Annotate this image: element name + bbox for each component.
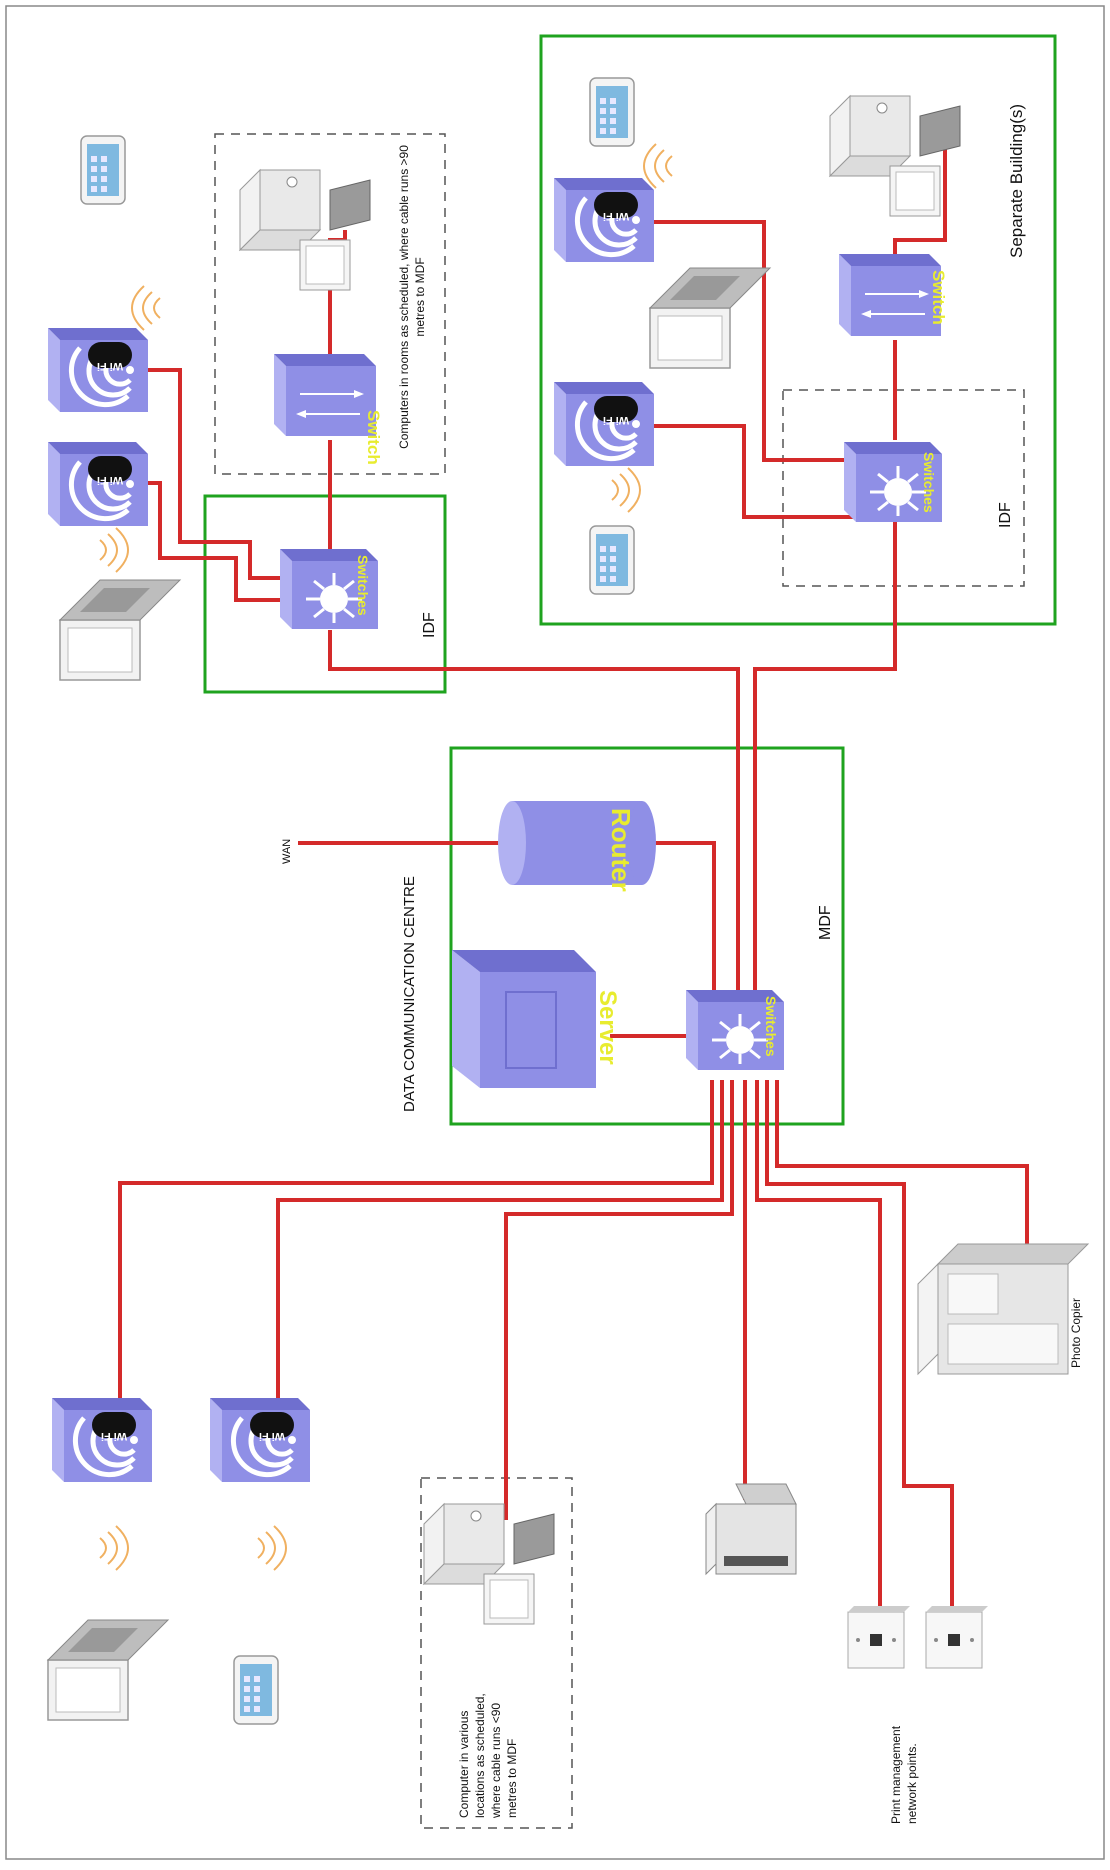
switch-label: Switch [929, 270, 948, 325]
wifi-signal-icon [611, 467, 641, 513]
wifi-icon [52, 1398, 152, 1482]
desktop-computer-icon [239, 169, 371, 291]
wan-label: WAN [281, 839, 293, 864]
cable-idf-left-to-mdf [328, 630, 740, 1000]
laptop-icon [59, 579, 181, 681]
idf-right-label: IDF [997, 502, 1014, 528]
local-computers-box [420, 1477, 573, 1829]
cable-mdf-to-network-point-right [765, 1080, 954, 1630]
cable-separate-idf-to-mdf [753, 522, 897, 1000]
cable-wifi-top-to-idf [118, 368, 290, 580]
wifi-signal-icon [131, 285, 161, 331]
switch-icon [273, 353, 377, 437]
tablet-icon [589, 525, 635, 595]
photo-copier-icon [917, 1243, 1089, 1375]
server-icon [452, 950, 596, 1088]
idf-right-box [782, 389, 1025, 587]
cable-separate-wifi-second [618, 424, 854, 519]
local-computers-note: Computer in various locations as schedul… [457, 1693, 519, 1818]
cable-mdf-to-wifi-bottom-left [118, 1080, 714, 1420]
switch-icon [838, 253, 942, 337]
cable-separate-wifi-top [618, 220, 854, 462]
router-icon [498, 801, 656, 885]
wifi-signal-icon [643, 143, 673, 189]
cable-mdf-to-wifi-bottom-right [276, 1080, 724, 1420]
switches-label: Switches [355, 555, 371, 616]
idf-left-zone [203, 494, 447, 694]
wifi-icon [48, 442, 148, 526]
switches-label: Switches [763, 996, 779, 1057]
cable-wifi-second-to-idf [118, 481, 290, 602]
wifi-signal-icon [99, 1525, 129, 1571]
wifi-signal-icon [99, 527, 129, 573]
diagram-frame [5, 5, 1105, 1860]
desktop-computer-icon [423, 1503, 555, 1625]
tablet-icon [80, 135, 126, 205]
tablet-icon [589, 77, 635, 147]
photo-copier-label: Photo Copier [1069, 1298, 1083, 1368]
device-labels: Switch Switches Switch Switches Switches… [355, 270, 948, 1065]
network-point-icon [925, 1605, 989, 1669]
router-label: Router [606, 808, 636, 892]
switch-label: Switch [364, 410, 383, 465]
tablet-icon [233, 1655, 279, 1725]
cable-router-to-mdf-switch [652, 841, 716, 1000]
data-centre-label: DATA COMMUNICATION CENTRE [401, 876, 418, 1112]
switches-label: Switches [921, 452, 937, 513]
cable-mdf-to-photo-copier [775, 1080, 1029, 1250]
remote-computers-box [214, 133, 446, 475]
cable-mdf-to-local-computer [504, 1080, 734, 1520]
laptop-icon [47, 1619, 169, 1721]
desktop-computer-icon [829, 95, 961, 217]
separate-buildings-label: Separate Building(s) [1007, 104, 1026, 258]
wifi-icon [554, 382, 654, 466]
zones [203, 34, 1057, 1829]
printer-icon [705, 1483, 797, 1575]
laptop-icon [649, 267, 771, 369]
wifi-icon [554, 178, 654, 262]
separate-building-zone [539, 34, 1057, 626]
server-label: Server [594, 990, 621, 1065]
cable-mdf-to-network-point-left [755, 1080, 882, 1630]
mdf-label: MDF [817, 905, 834, 940]
wifi-icon [48, 328, 148, 412]
diagram-labels: Separate Building(s) IDF IDF MDF DATA CO… [281, 104, 1083, 1368]
mdf-zone [449, 746, 845, 1126]
wifi-signal-icon [257, 1525, 287, 1571]
network-point-icon [847, 1605, 911, 1669]
wifi-icon [210, 1398, 310, 1482]
idf-left-label: IDF [421, 612, 438, 638]
remote-computers-note: Computers in rooms as scheduled, where c… [397, 145, 427, 449]
print-points-note: Print management network points. [889, 1726, 919, 1824]
